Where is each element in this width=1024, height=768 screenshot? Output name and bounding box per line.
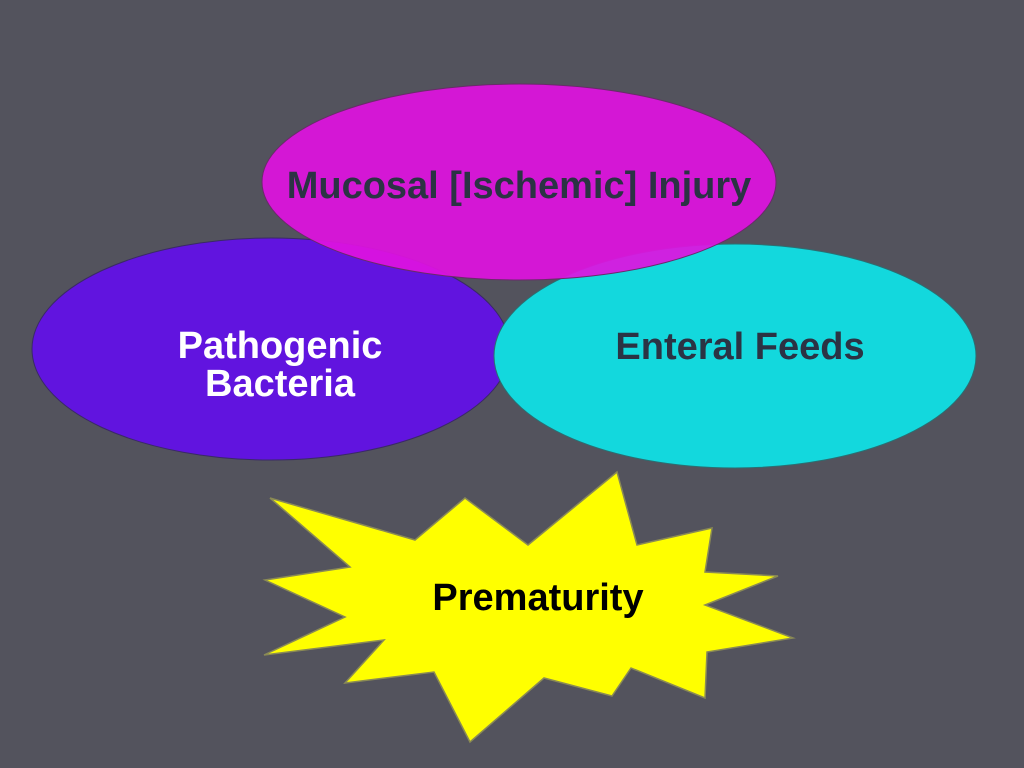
bacteria-label-line2: Bacteria [205,363,356,405]
mucosal-ellipse [261,83,777,281]
prematurity-label: Prematurity [432,577,643,619]
feeds-label: Enteral Feeds [615,326,864,368]
mucosal-label: Mucosal [Ischemic] Injury [287,165,752,207]
feeds-ellipse [493,243,977,469]
bacteria-label-line1: Pathogenic [178,325,383,367]
prematurity-starburst [262,470,796,744]
